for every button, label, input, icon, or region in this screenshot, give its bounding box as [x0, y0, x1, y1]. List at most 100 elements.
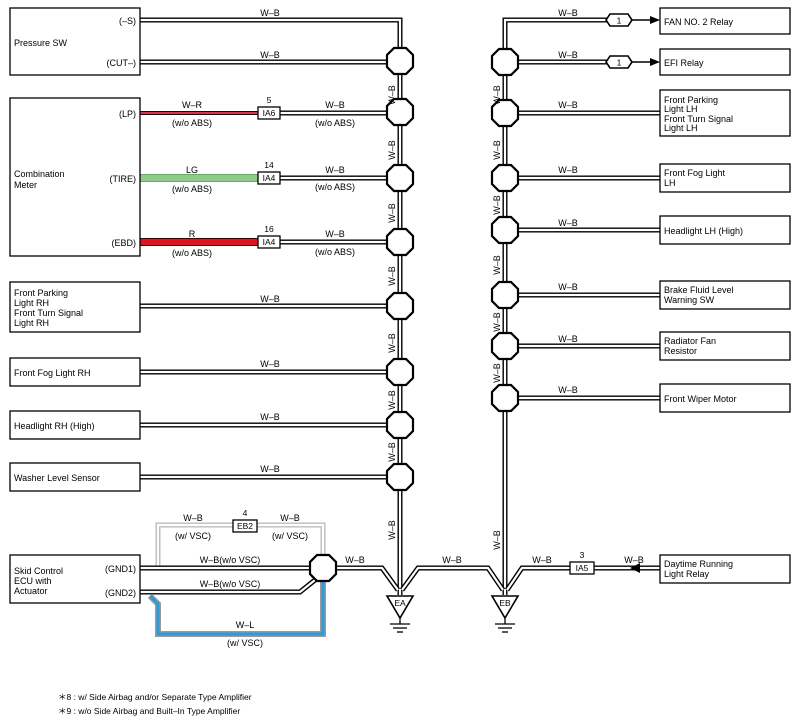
svg-text:＊9 : w/o Side Airbag and Built: ＊9 : w/o Side Airbag and Built–In Type A…	[58, 706, 240, 716]
wire-labels: W–B W–B W–R (w/o ABS) W–B (w/o ABS) LG (…	[172, 8, 644, 648]
svg-text:Light Relay: Light Relay	[664, 569, 710, 579]
svg-text:W–B: W–B	[624, 555, 644, 565]
svg-text:W–B(w/o VSC): W–B(w/o VSC)	[200, 555, 261, 565]
svg-text:(w/ VSC): (w/ VSC)	[227, 638, 263, 648]
svg-text:W–B: W–B	[558, 100, 578, 110]
connector-ia5: IA5 3	[569, 550, 595, 575]
svg-text:Front Turn Signal: Front Turn Signal	[14, 308, 83, 318]
junction	[385, 410, 415, 440]
svg-text:(w/o ABS): (w/o ABS)	[315, 247, 355, 257]
svg-text:Light LH: Light LH	[664, 123, 698, 133]
svg-text:W–B: W–B	[442, 555, 462, 565]
svg-text:4: 4	[243, 508, 248, 518]
svg-text:W–B: W–B	[558, 8, 578, 18]
combination-meter: Combination Meter (LP) (TIRE) (EBD)	[9, 97, 141, 257]
svg-text:W–B: W–B	[260, 464, 280, 474]
front-fog-light-lh: Front Fog Light LH	[659, 163, 791, 193]
junction	[385, 291, 415, 321]
connector-ia6: IA6 5	[257, 95, 281, 120]
junction	[490, 280, 520, 310]
svg-text:Pressure SW: Pressure SW	[14, 38, 68, 48]
connector-eb2: EB2 4	[232, 508, 258, 533]
front-wiper-motor: Front Wiper Motor	[659, 383, 791, 413]
wires-layer	[140, 17, 660, 637]
svg-text:1: 1	[617, 58, 622, 68]
svg-text:EB2: EB2	[237, 521, 253, 531]
svg-text:14: 14	[264, 160, 274, 170]
svg-text:(GND1): (GND1)	[105, 564, 136, 574]
junction	[385, 163, 415, 193]
svg-text:R: R	[189, 229, 196, 239]
connector-ia4-b: IA4 16	[257, 224, 281, 249]
ground-eb: EB	[490, 595, 520, 633]
junctions-right	[490, 47, 520, 413]
svg-text:W–B: W–B	[325, 100, 345, 110]
svg-text:W–B(w/o VSC): W–B(w/o VSC)	[200, 579, 261, 589]
connector-efi-relay: 1	[605, 55, 660, 69]
svg-text:Washer Level Sensor: Washer Level Sensor	[14, 473, 100, 483]
svg-text:W–B: W–B	[492, 85, 502, 105]
svg-text:IA4: IA4	[263, 237, 276, 247]
svg-text:IA4: IA4	[263, 173, 276, 183]
daytime-running-light-relay: Daytime Running Light Relay	[659, 554, 791, 584]
svg-text:W–B: W–B	[260, 412, 280, 422]
junction	[385, 46, 415, 76]
svg-text:Light RH: Light RH	[14, 298, 49, 308]
svg-text:16: 16	[264, 224, 274, 234]
svg-text:(w/o ABS): (w/o ABS)	[315, 118, 355, 128]
junction	[385, 97, 415, 127]
svg-text:EA: EA	[394, 598, 406, 608]
svg-text:W–B: W–B	[183, 513, 203, 523]
svg-text:W–B: W–B	[387, 140, 397, 160]
svg-text:(w/o ABS): (w/o ABS)	[172, 118, 212, 128]
junction	[490, 47, 520, 77]
svg-text:Headlight LH (High): Headlight LH (High)	[664, 226, 743, 236]
svg-text:(EBD): (EBD)	[112, 238, 137, 248]
svg-text:W–B: W–B	[558, 165, 578, 175]
svg-text:W–B: W–B	[492, 140, 502, 160]
svg-text:Warning SW: Warning SW	[664, 295, 715, 305]
svg-text:W–R: W–R	[182, 100, 203, 110]
svg-text:(–S): (–S)	[119, 16, 136, 26]
svg-text:EB: EB	[499, 598, 511, 608]
junction	[490, 215, 520, 245]
svg-text:Meter: Meter	[14, 180, 37, 190]
svg-text:(w/o ABS): (w/o ABS)	[172, 248, 212, 258]
junction	[385, 227, 415, 257]
svg-text:(CUT–): (CUT–)	[107, 58, 137, 68]
connector-ia4-a: IA4 14	[257, 160, 281, 185]
svg-text:LH: LH	[664, 178, 676, 188]
svg-text:＊8 : w/ Side Airbag and/or Sep: ＊8 : w/ Side Airbag and/or Separate Type…	[58, 692, 252, 702]
footnotes: ＊8 : w/ Side Airbag and/or Separate Type…	[58, 692, 252, 716]
svg-text:W–B: W–B	[492, 530, 502, 550]
junction	[385, 462, 415, 492]
svg-text:Radiator Fan: Radiator Fan	[664, 336, 716, 346]
svg-text:Front Wiper Motor: Front Wiper Motor	[664, 394, 737, 404]
svg-text:Daytime Running: Daytime Running	[664, 559, 733, 569]
svg-text:Front Parking: Front Parking	[14, 288, 68, 298]
svg-text:W–B: W–B	[387, 266, 397, 286]
svg-text:Light RH: Light RH	[14, 318, 49, 328]
skid-control-ecu: Skid Control ECU with Actuator (GND1) (G…	[9, 554, 141, 604]
svg-text:3: 3	[580, 550, 585, 560]
svg-text:W–B: W–B	[558, 50, 578, 60]
svg-text:W–B: W–B	[387, 390, 397, 410]
junction-skid	[308, 553, 338, 583]
svg-text:(w/o ABS): (w/o ABS)	[172, 184, 212, 194]
svg-text:W–B: W–B	[387, 203, 397, 223]
efi-relay: EFI Relay	[659, 48, 791, 76]
washer-level-sensor: Washer Level Sensor	[9, 462, 141, 492]
svg-text:FAN NO. 2 Relay: FAN NO. 2 Relay	[664, 17, 734, 27]
svg-text:W–B: W–B	[325, 229, 345, 239]
svg-text:W–B: W–B	[492, 255, 502, 275]
svg-text:(w/o ABS): (w/o ABS)	[315, 182, 355, 192]
svg-text:W–B: W–B	[558, 218, 578, 228]
headlight-rh-high: Headlight RH (High)	[9, 410, 141, 440]
svg-text:(TIRE): (TIRE)	[110, 174, 137, 184]
svg-text:Front Fog Light: Front Fog Light	[664, 168, 726, 178]
headlight-lh-high: Headlight LH (High)	[659, 215, 791, 245]
junctions-left	[385, 46, 415, 492]
front-fog-light-rh: Front Fog Light RH	[9, 357, 141, 387]
ground-ea: EA	[385, 595, 415, 633]
svg-text:(LP): (LP)	[119, 109, 136, 119]
